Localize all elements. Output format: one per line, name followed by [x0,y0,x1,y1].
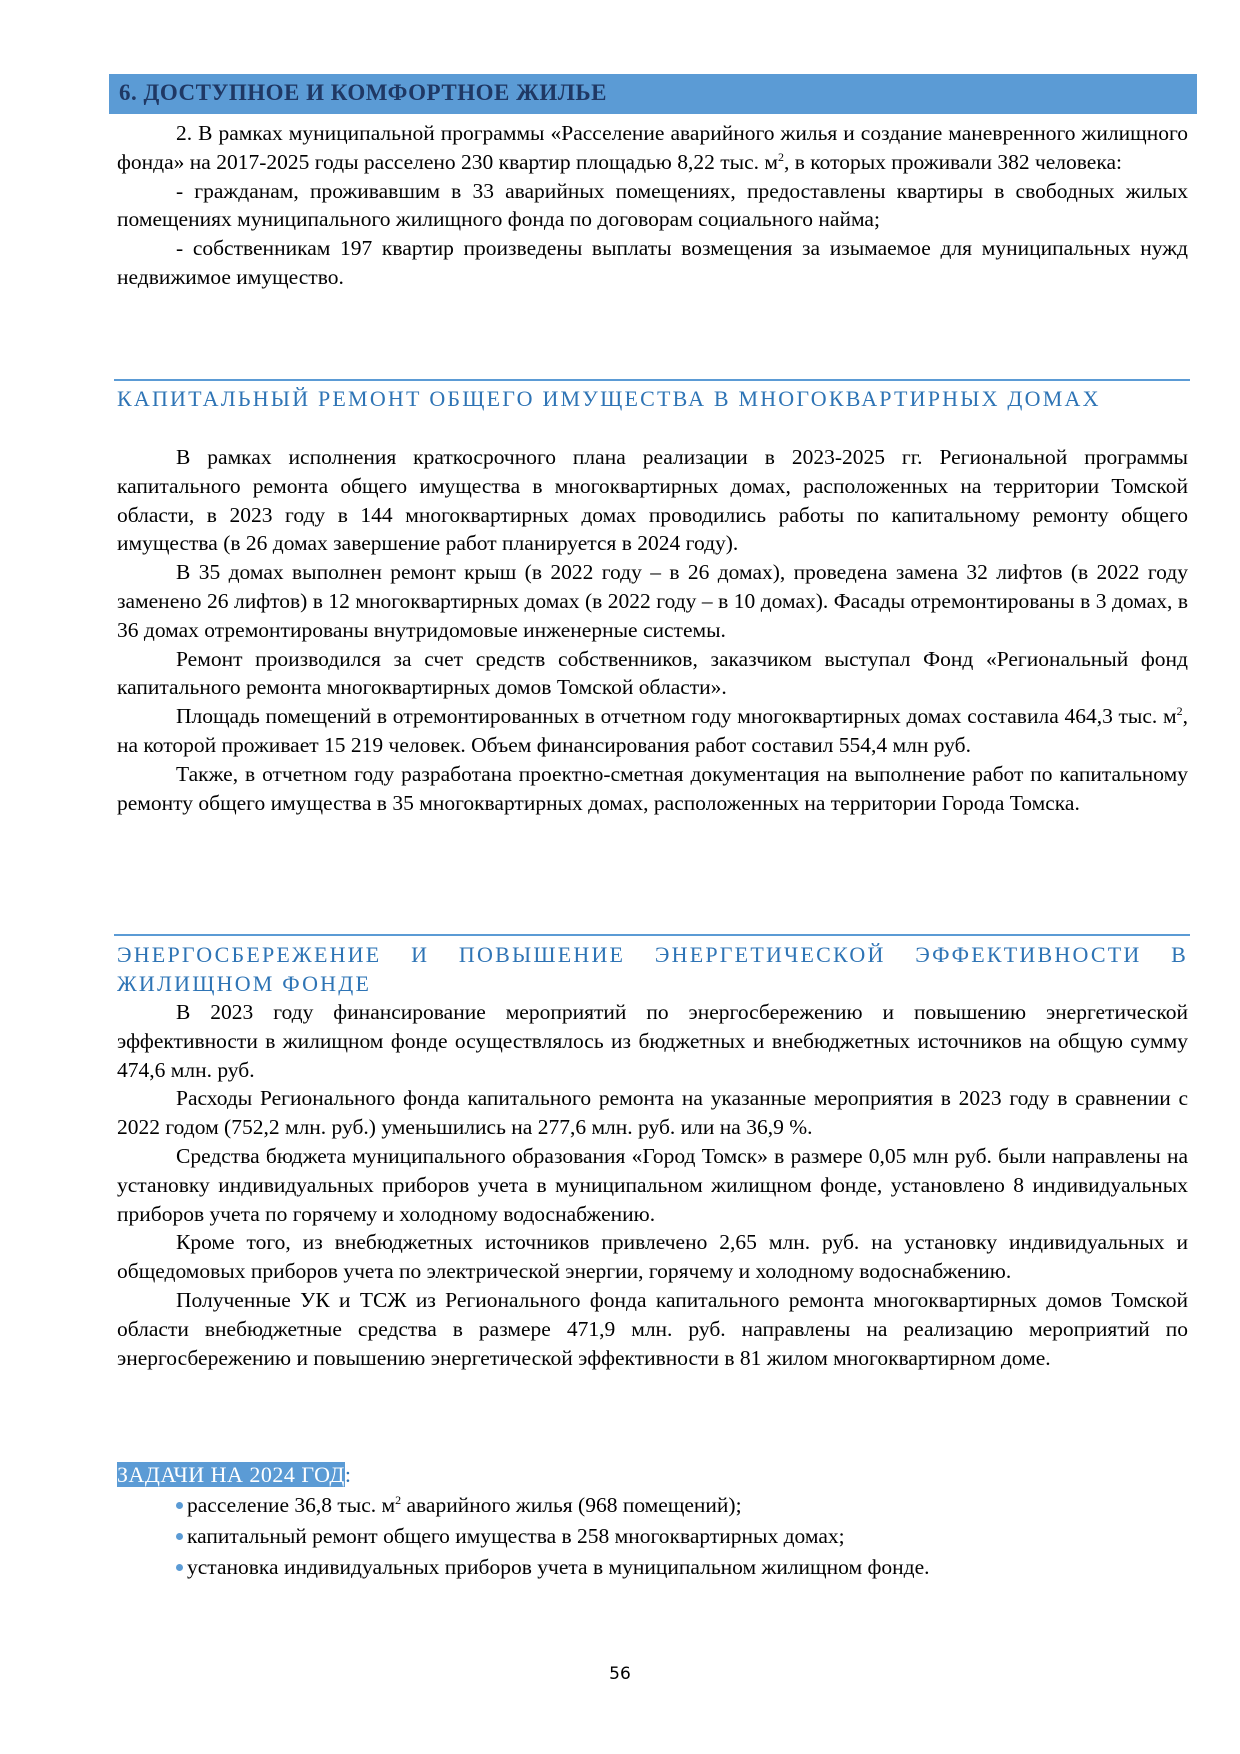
text: , в которых проживали 382 человека: [784,149,1122,174]
paragraph: В 35 домах выполнен ремонт крыш (в 2022 … [117,560,1188,642]
page-number: 56 [609,1664,631,1684]
capital-repair-section: В рамках исполнения краткосрочного плана… [117,443,1188,817]
list-item: расселение 36,8 тыс. м2 аварийного жилья… [176,1491,742,1520]
heading-energy: ЭНЕРГОСБЕРЕЖЕНИЕ И ПОВЫШЕНИЕ ЭНЕРГЕТИЧЕС… [117,942,1188,996]
energy-section: В 2023 году финансирование мероприятий п… [117,998,1188,1372]
superscript: 2 [1176,704,1183,719]
text: 2. В рамках муниципальной программы «Рас… [117,121,1188,174]
text: установка индивидуальных приборов учета … [187,1555,930,1579]
paragraph: - гражданам, проживавшим в 33 аварийных … [117,178,1188,232]
paragraph: Полученные УК и ТСЖ из Регионального фон… [117,1287,1188,1370]
text: расселение 36,8 тыс. м [187,1493,396,1517]
colon: : [344,1462,352,1487]
list-item: установка индивидуальных приборов учета … [176,1553,930,1582]
paragraph: 2. В рамках муниципальной программы «Рас… [117,119,1188,177]
paragraph: - собственникам 197 квартир произведены … [117,236,1188,289]
paragraph: Площадь помещений в отремонтированных в … [117,702,1188,760]
text: Площадь помещений в отремонтированных в … [176,704,1177,729]
bullet-icon [176,1532,183,1540]
tasks-heading-text: ЗАДАЧИ НА 2024 ГОД [117,1462,345,1487]
text: аварийного жилья (968 помещений); [401,1493,742,1517]
divider [114,934,1190,936]
bullet-icon [176,1501,183,1509]
paragraph: Кроме того, из внебюджетных источников п… [117,1230,1188,1284]
list-item: капитальный ремонт общего имущества в 25… [176,1522,845,1551]
text: капитальный ремонт общего имущества в 25… [187,1524,845,1548]
paragraph: Расходы Регионального фонда капитального… [117,1086,1188,1140]
section-title: 6. ДОСТУПНОЕ И КОМФОРТНОЕ ЖИЛЬЕ [119,80,607,105]
section-title-band: 6. ДОСТУПНОЕ И КОМФОРТНОЕ ЖИЛЬЕ [109,74,1197,114]
superscript: 2 [395,1492,402,1507]
divider [114,379,1190,381]
paragraph: Ремонт производился за счет средств собс… [117,646,1188,700]
paragraph: В рамках исполнения краткосрочного плана… [117,445,1188,556]
text: , на которой проживает 15 219 человек. О… [117,704,1188,757]
bullet-icon [176,1563,183,1571]
heading-capital-repair: КАПИТАЛЬНЫЙ РЕМОНТ ОБЩЕГО ИМУЩЕСТВА В МН… [117,386,1101,411]
paragraph: Также, в отчетном году разработана проек… [117,761,1188,815]
paragraph: Средства бюджета муниципального образова… [117,1143,1188,1226]
intro-section: 2. В рамках муниципальной программы «Рас… [117,119,1188,292]
superscript: 2 [778,149,784,164]
paragraph: В 2023 году финансирование мероприятий п… [117,1000,1188,1082]
tasks-heading: ЗАДАЧИ НА 2024 ГОД: [117,1460,351,1489]
